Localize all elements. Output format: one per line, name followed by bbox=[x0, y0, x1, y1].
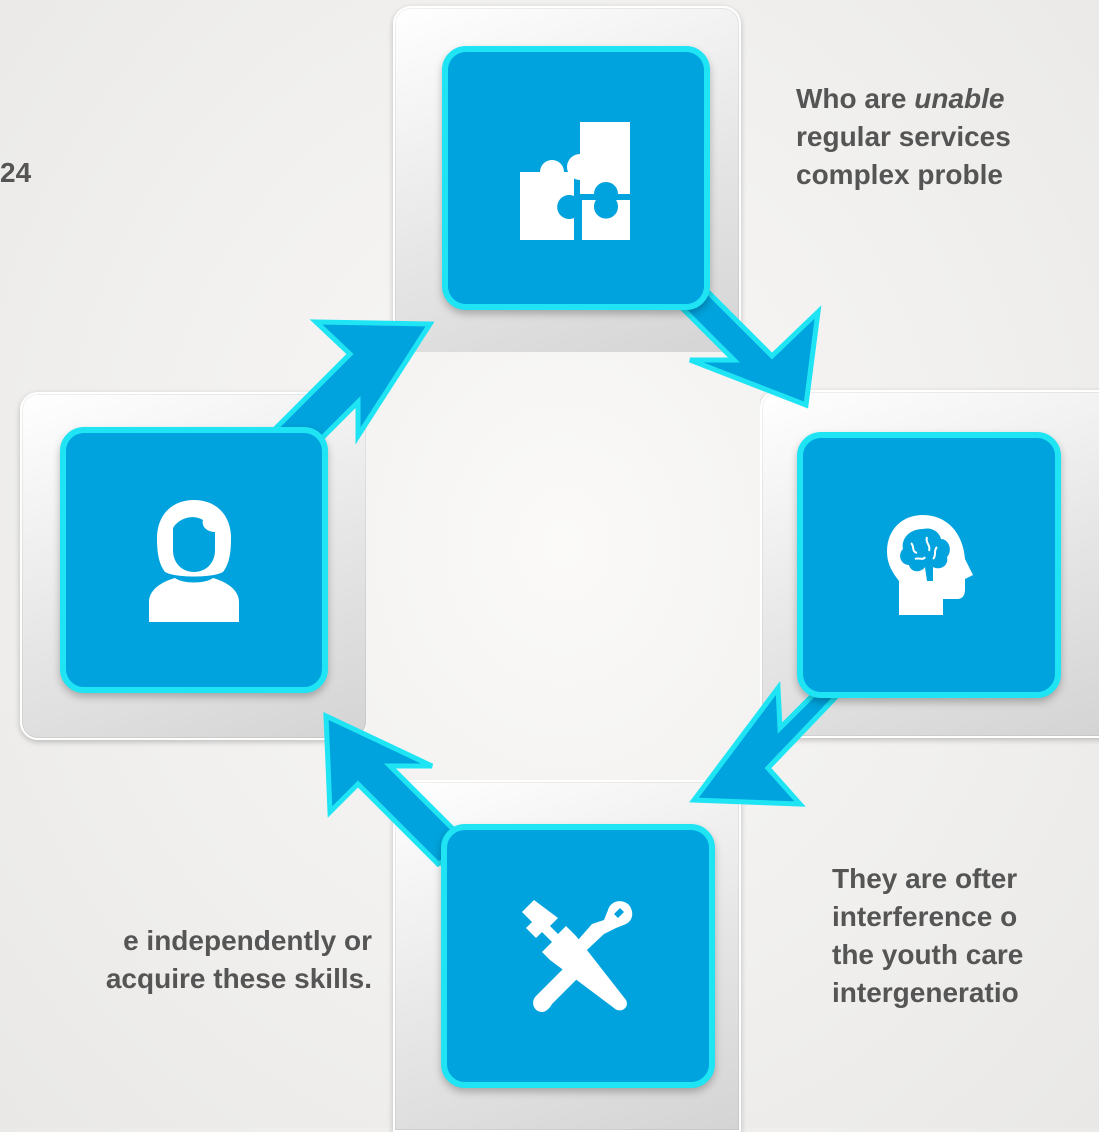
text-top-right: Who are unable regular services complex … bbox=[796, 80, 1011, 194]
text-bottom-left-line1: e independently or bbox=[123, 925, 372, 956]
head-brain-icon bbox=[887, 515, 973, 615]
tools-icon bbox=[522, 900, 633, 1012]
text-bottom-left: e independently or acquire these skills. bbox=[0, 922, 372, 998]
tile-person bbox=[60, 427, 328, 693]
tile-head-brain bbox=[797, 432, 1061, 698]
text-bottom-right-line1: They are ofter bbox=[832, 863, 1018, 894]
text-bottom-right-line2: interference o bbox=[832, 901, 1018, 932]
text-top-right-line3: complex proble bbox=[796, 159, 1003, 190]
center-panel bbox=[366, 352, 760, 780]
arrow-bottom-to-left bbox=[323, 711, 477, 868]
text-bottom-right-line3: the youth care bbox=[832, 939, 1024, 970]
text-bottom-left-line2: acquire these skills. bbox=[105, 963, 372, 994]
tile-puzzle bbox=[442, 46, 710, 310]
fragment-text: 24 bbox=[0, 157, 32, 188]
fragment-label: 24 bbox=[0, 154, 31, 192]
text-top-right-line1: Who are unable bbox=[796, 83, 1005, 114]
emphasis-unable: unable bbox=[914, 83, 1005, 114]
text-bottom-right-line4: intergeneratio bbox=[832, 977, 1019, 1008]
text-bottom-right: They are ofter interference o the youth … bbox=[832, 860, 1023, 1012]
tile-tools bbox=[441, 824, 715, 1088]
puzzle-icon bbox=[520, 122, 630, 240]
person-icon bbox=[149, 500, 239, 622]
text-top-right-line2: regular services bbox=[796, 121, 1011, 152]
